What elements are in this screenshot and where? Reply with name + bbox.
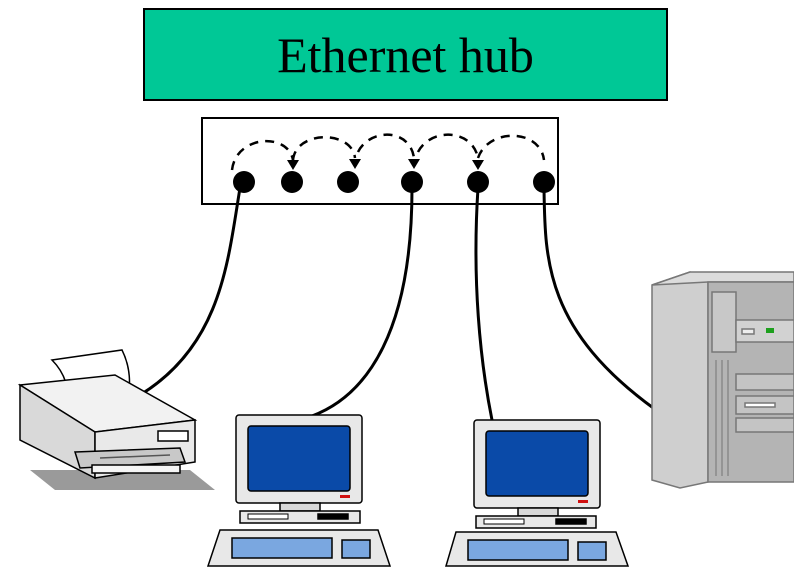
- hub-port-3: [337, 171, 359, 193]
- screen-2: [485, 430, 589, 497]
- cable-printer: [139, 187, 242, 397]
- drive-slot-2: [555, 518, 587, 525]
- hub-internal-links: [230, 133, 546, 171]
- cable-server: [542, 187, 657, 412]
- monitor-stand-1: [279, 502, 321, 512]
- keypad-1: [341, 539, 371, 559]
- power-led-1: [340, 495, 350, 498]
- printer-shadow: [30, 470, 215, 490]
- printer-tray: [73, 447, 187, 469]
- hub-port-2: [281, 171, 303, 193]
- printer-display: [157, 430, 189, 442]
- hub-link-arrowheads: [287, 159, 484, 170]
- vent-grille-1: [247, 513, 289, 520]
- power-led-2: [578, 500, 588, 503]
- server-power-switch: [741, 328, 755, 335]
- hub-ports: [233, 171, 555, 193]
- arrowhead-1: [287, 160, 299, 170]
- hub-label-box: Ethernet hub: [143, 8, 668, 101]
- hub-link-4: [416, 133, 480, 159]
- hub-body: [201, 117, 559, 205]
- computer-icon: [206, 414, 392, 567]
- drive-slot-1: [317, 513, 349, 520]
- server-drive-bay-3: [735, 417, 794, 433]
- cable-computer-1: [311, 187, 414, 418]
- arrowhead-2: [349, 159, 361, 169]
- hub-port-4: [401, 171, 423, 193]
- server-side: [651, 271, 709, 489]
- vent-grille-2: [483, 518, 525, 525]
- printer-tray-line: [99, 454, 171, 459]
- hub-title: Ethernet hub: [277, 26, 534, 83]
- server-button-panel: [735, 319, 794, 343]
- server-drive-slot: [744, 402, 776, 408]
- printer-icon: [17, 349, 215, 490]
- hub-link-2: [291, 136, 357, 161]
- server-drive-bay-1: [735, 373, 794, 391]
- computer-icon: [444, 419, 630, 567]
- hub-port-6: [533, 171, 555, 193]
- arrowhead-3: [408, 159, 420, 169]
- keyboard-keys-1: [231, 537, 333, 559]
- monitor-stand-2: [517, 507, 559, 517]
- printer-output-tray: [91, 464, 181, 474]
- hub-port-1: [233, 171, 255, 193]
- cable-computer-2: [474, 187, 494, 421]
- arrowhead-4: [472, 160, 484, 170]
- server-front-panel: [711, 291, 737, 353]
- server-status-led: [766, 328, 774, 333]
- keypad-2: [577, 541, 607, 561]
- cables: [139, 187, 657, 421]
- hub-link-3: [356, 133, 416, 159]
- server-tower-icon: [651, 271, 794, 489]
- keyboard-keys-2: [467, 539, 569, 561]
- hub-port-5: [467, 171, 489, 193]
- screen-1: [247, 425, 351, 492]
